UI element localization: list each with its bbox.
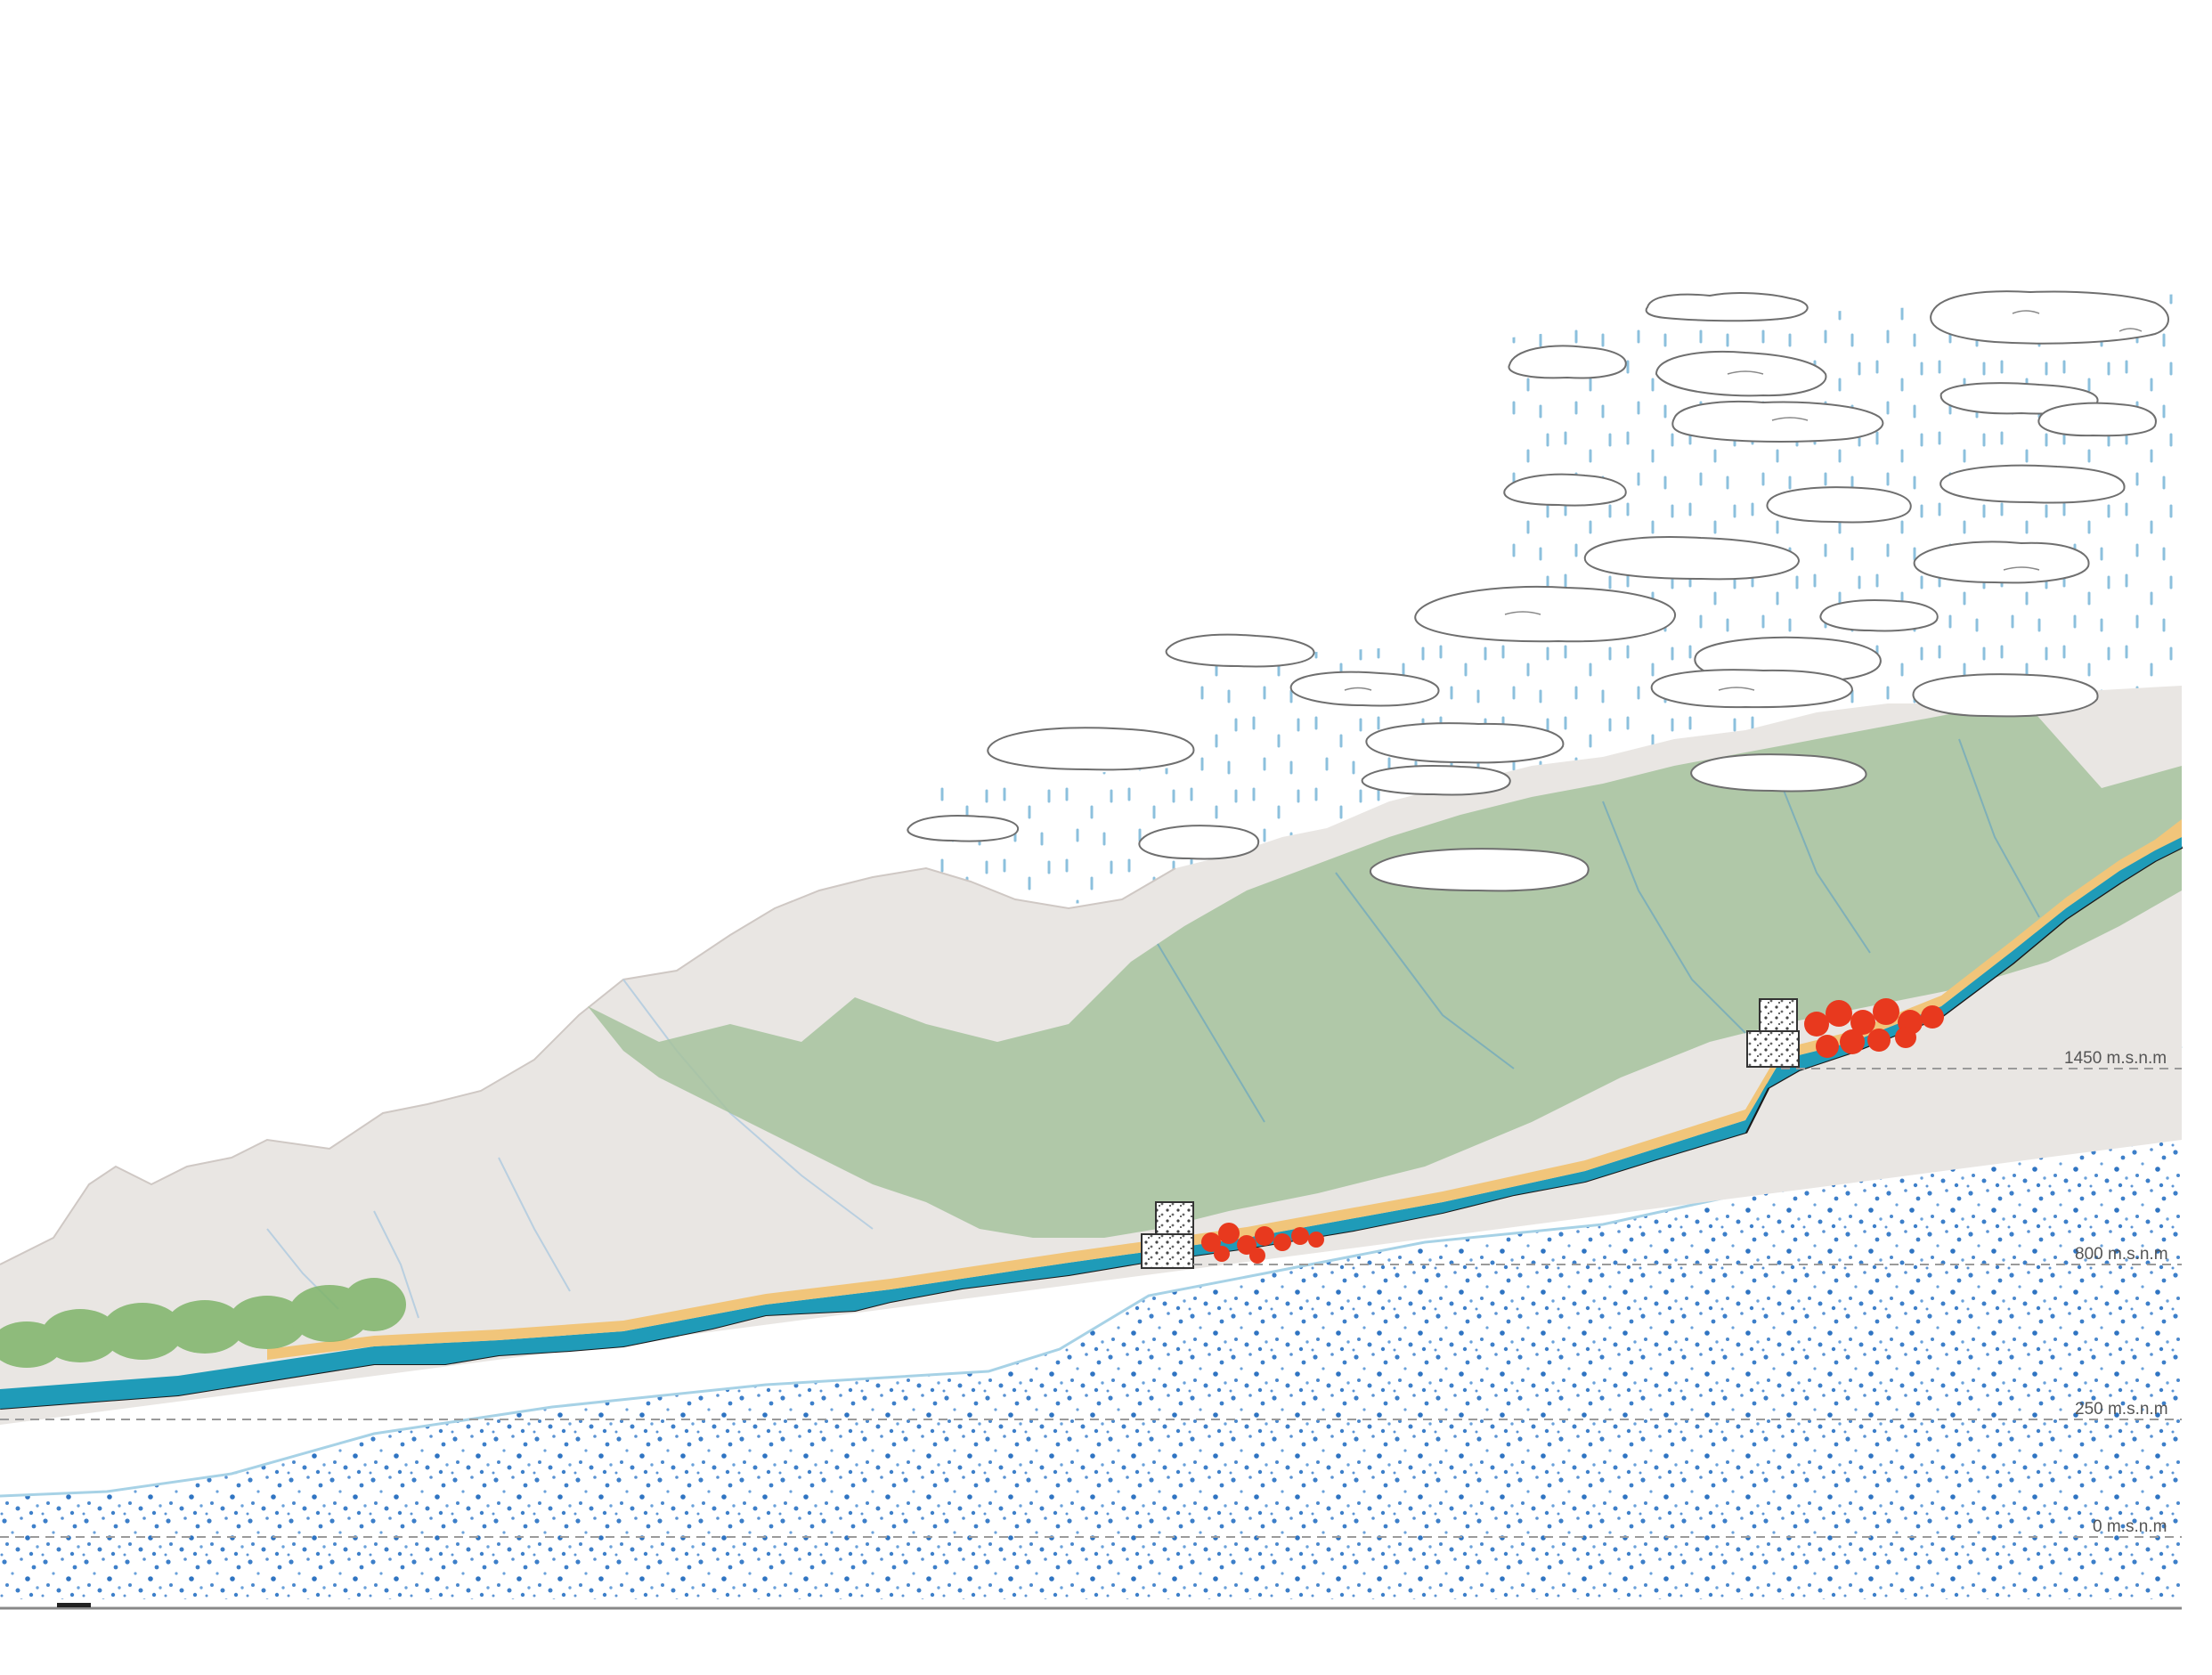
level-label-800: 800 m.s.n.m bbox=[2075, 1245, 2168, 1264]
cloud bbox=[1767, 487, 1910, 522]
cloud bbox=[1362, 766, 1510, 794]
cloud bbox=[1672, 402, 1883, 442]
cloud bbox=[2038, 403, 2156, 436]
cloud bbox=[1504, 475, 1626, 506]
cloud bbox=[1415, 587, 1675, 641]
cloud bbox=[1652, 670, 1852, 707]
cloud bbox=[1820, 600, 1937, 630]
cloud bbox=[1509, 346, 1625, 378]
level-label-250: 250 m.s.n.m bbox=[2075, 1400, 2168, 1419]
cloud bbox=[1291, 672, 1439, 706]
cloud bbox=[1940, 466, 2124, 503]
cloud bbox=[988, 728, 1193, 769]
cloud bbox=[907, 816, 1018, 842]
cloud bbox=[1139, 825, 1258, 858]
cloud bbox=[1167, 635, 1314, 667]
level-label-0: 0 m.s.n.m bbox=[2093, 1517, 2167, 1536]
level-label-1450: 1450 m.s.n.m bbox=[2064, 1049, 2167, 1068]
cloud bbox=[1366, 723, 1563, 762]
cloud bbox=[1647, 293, 1808, 321]
cloud bbox=[1913, 674, 2097, 716]
cloud bbox=[1931, 291, 2168, 344]
cloud bbox=[1370, 849, 1589, 890]
cloud bbox=[1915, 541, 2089, 582]
cloud bbox=[1691, 754, 1866, 791]
scale-mark bbox=[57, 1603, 91, 1607]
